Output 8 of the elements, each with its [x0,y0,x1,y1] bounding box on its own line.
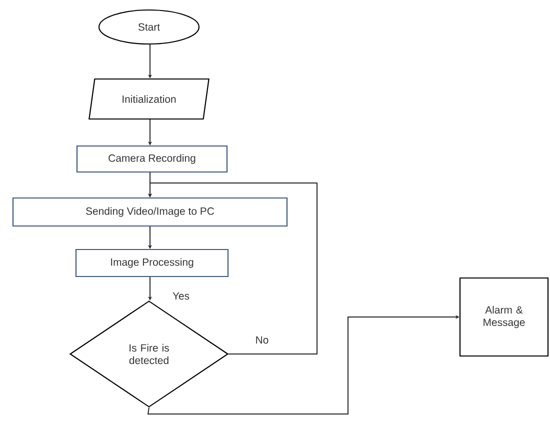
input-parallelogram: Initialization [88,78,210,120]
process-box: Sending Video/Image to PC [12,197,288,227]
edge-label: Yes [171,291,191,301]
process-box: Image Processing [75,248,229,278]
process-box: Camera Recording [76,145,228,173]
edge-label: No [254,335,270,345]
output-box: Alarm & Message [459,277,549,357]
arrow [147,314,460,414]
